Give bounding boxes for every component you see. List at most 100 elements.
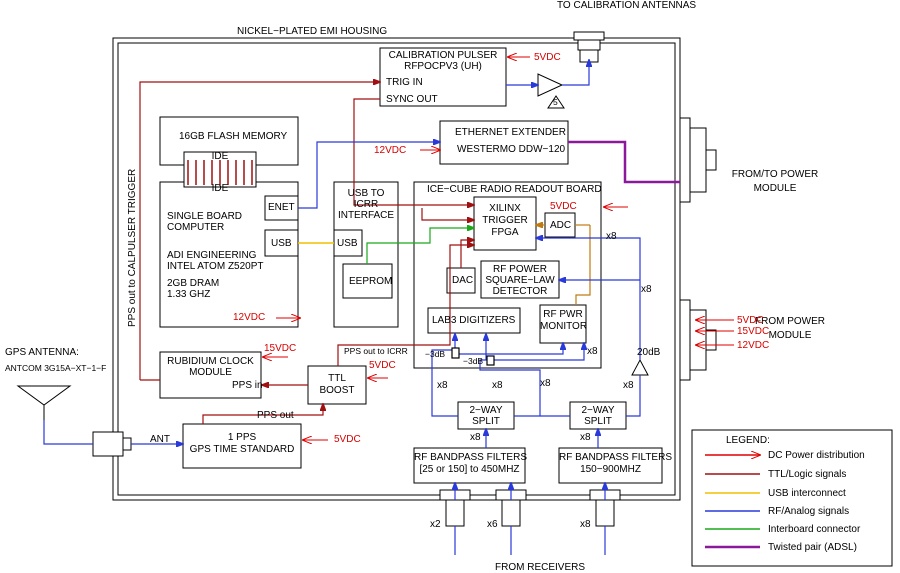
ant-label: ANT bbox=[150, 434, 170, 445]
legend-swatches bbox=[705, 455, 760, 549]
db20-label: 20dB bbox=[637, 347, 661, 358]
lab3-label: LAB3 DIGITIZERS bbox=[432, 315, 516, 326]
legend-item-dc: DC Power distribution bbox=[768, 450, 865, 461]
v15-rb-label: 15VDC bbox=[264, 343, 297, 354]
v12-pwr-label: 12VDC bbox=[737, 340, 770, 351]
from-power-label-1: FROM POWER bbox=[755, 316, 825, 327]
gps-antenna-label-2: ANTCOM 3G15A−XT−1−F bbox=[5, 363, 107, 373]
dc-power-arrows bbox=[263, 57, 734, 440]
adi-label-1: ADI ENGINEERING bbox=[167, 250, 257, 261]
emi-housing bbox=[112, 37, 681, 501]
rf-power-label-3: DETECTOR bbox=[492, 286, 548, 297]
rf-pwr-mon-box bbox=[539, 304, 587, 344]
legend-item-usb: USB interconnect bbox=[768, 488, 846, 499]
adi-label-2: INTEL ATOM Z520PT bbox=[167, 261, 264, 272]
orange-lines bbox=[536, 225, 591, 305]
x8-mon-label: x8 bbox=[587, 346, 598, 357]
fpga-label-2: TRIGGER bbox=[482, 215, 528, 226]
housing-label: NICKEL−PLATED EMI HOUSING bbox=[237, 26, 388, 37]
rubidium-label-2: MODULE bbox=[189, 367, 232, 378]
rf-power-label-1: RF POWER bbox=[493, 264, 547, 275]
radio-board-label: ICE−CUBE RADIO READOUT BOARD bbox=[427, 184, 602, 195]
dram-label-1: 2GB DRAM bbox=[167, 278, 220, 289]
v12-ethernet-label: 12VDC bbox=[374, 145, 407, 156]
v15-pwr-label: 15VDC bbox=[737, 326, 770, 337]
x8-c-label: x8 bbox=[540, 378, 551, 389]
gps-standard-label-1: 1 PPS bbox=[227, 432, 257, 443]
rf-pwr-mon-label-2: MONITOR bbox=[540, 321, 588, 332]
eeprom-box bbox=[342, 263, 393, 299]
gps-standard-label-2: GPS TIME STANDARD bbox=[189, 444, 295, 455]
split1-box bbox=[457, 401, 515, 430]
calpulser-trigger-label: PPS out to CALPULSER TRIGGER bbox=[127, 168, 138, 327]
pps-icrr-label: PPS out to ICRR bbox=[344, 346, 408, 356]
legend-item-interboard: Interboard connector bbox=[768, 524, 861, 535]
att-3db-label-1: −3dB bbox=[425, 349, 446, 359]
ide-ribbon bbox=[183, 151, 257, 188]
usb-right-box bbox=[333, 229, 363, 257]
from-receivers-label: FROM RECEIVERS bbox=[495, 562, 586, 573]
dac-box bbox=[446, 267, 476, 294]
ethernet-extender-label: ETHERNET EXTENDER bbox=[455, 127, 566, 138]
interboard-line bbox=[366, 228, 474, 264]
cal-pulser-title: CALIBRATION PULSER bbox=[388, 50, 498, 61]
rf-lines bbox=[43, 60, 641, 555]
split1-label-1: 2−WAY bbox=[469, 405, 503, 416]
amp-gain-label: 5 bbox=[553, 97, 558, 107]
legend-item-rf: RF/Analog signals bbox=[768, 506, 850, 517]
from-to-power-label-1: FROM/TO POWER bbox=[731, 169, 819, 180]
v12-sbc-label: 12VDC bbox=[233, 312, 266, 323]
filter1-box bbox=[413, 447, 526, 484]
x8-a-label: x8 bbox=[437, 380, 448, 391]
ttl-boost-box bbox=[307, 365, 367, 405]
v5-board-label: 5VDC bbox=[550, 201, 577, 212]
filter1-label-1: RF BANDPASS FILTERS bbox=[414, 452, 527, 463]
usb-left-label: USB bbox=[271, 238, 292, 249]
adc-label: ADC bbox=[550, 220, 572, 231]
trig-in-label: TRIG IN bbox=[386, 77, 423, 88]
ide-top-label: IDE bbox=[211, 151, 229, 162]
att-3db-label-2: −3dB bbox=[463, 356, 484, 366]
x8-bottom-label: x8 bbox=[580, 519, 591, 530]
x2-label: x2 bbox=[430, 519, 441, 530]
to-calibration-antennas-label: TO CALIBRATION ANTENNAS bbox=[557, 0, 697, 11]
x8-split2-label: x8 bbox=[580, 432, 591, 443]
usb-icrr-label-3: INTERFACE bbox=[337, 210, 395, 221]
filter2-label-1: RF BANDPASS FILTERS bbox=[559, 452, 672, 463]
x8-split1-label: x8 bbox=[470, 432, 481, 443]
rubidium-box bbox=[159, 351, 262, 399]
rf-power-box bbox=[480, 260, 560, 299]
gps-standard-box bbox=[182, 423, 302, 469]
x8-b-label: x8 bbox=[492, 380, 503, 391]
dram-label-2: 1.33 GHZ bbox=[167, 289, 211, 300]
from-power-label-2: MODULE bbox=[768, 330, 812, 341]
enet-label: ENET bbox=[268, 202, 295, 213]
ttl-label-2: BOOST bbox=[319, 385, 355, 396]
flash-memory-label: 16GB FLASH MEMORY bbox=[179, 131, 288, 142]
fpga-label-3: FPGA bbox=[491, 227, 519, 238]
usb-icrr-label-1: USB TO bbox=[347, 188, 385, 199]
eeprom-label: EEPROM bbox=[349, 276, 393, 287]
rf-pwr-mon-label-1: RF PWR bbox=[543, 309, 583, 320]
v5-pulser-label: 5VDC bbox=[534, 52, 561, 63]
filter2-label-2: 150−900MHZ bbox=[580, 464, 641, 475]
usb-left-box bbox=[264, 229, 299, 257]
rubidium-label-1: RUBIDIUM CLOCK bbox=[167, 356, 254, 367]
dac-label: DAC bbox=[452, 275, 474, 286]
ttl-lines bbox=[139, 82, 474, 424]
gps-antenna-icon bbox=[16, 385, 72, 420]
from-to-power-label-2: MODULE bbox=[753, 183, 797, 194]
twisted-pair-line bbox=[568, 140, 680, 184]
enet-box bbox=[264, 195, 299, 221]
usb-right-label: USB bbox=[337, 238, 358, 249]
legend-item-adsl: Twisted pair (ADSL) bbox=[768, 542, 857, 553]
gps-antenna-label-1: GPS ANTENNA: bbox=[5, 347, 79, 358]
x8-d-label: x8 bbox=[623, 380, 634, 391]
sbc-label-2: COMPUTER bbox=[167, 222, 225, 233]
v5-ttl-label: 5VDC bbox=[369, 360, 396, 371]
x6-label: x6 bbox=[487, 519, 498, 530]
v5-pwr-label: 5VDC bbox=[737, 315, 764, 326]
filter2-box bbox=[558, 447, 663, 484]
ttl-label-1: TTL bbox=[328, 373, 346, 384]
fpga-label-1: XILINX bbox=[489, 203, 521, 214]
